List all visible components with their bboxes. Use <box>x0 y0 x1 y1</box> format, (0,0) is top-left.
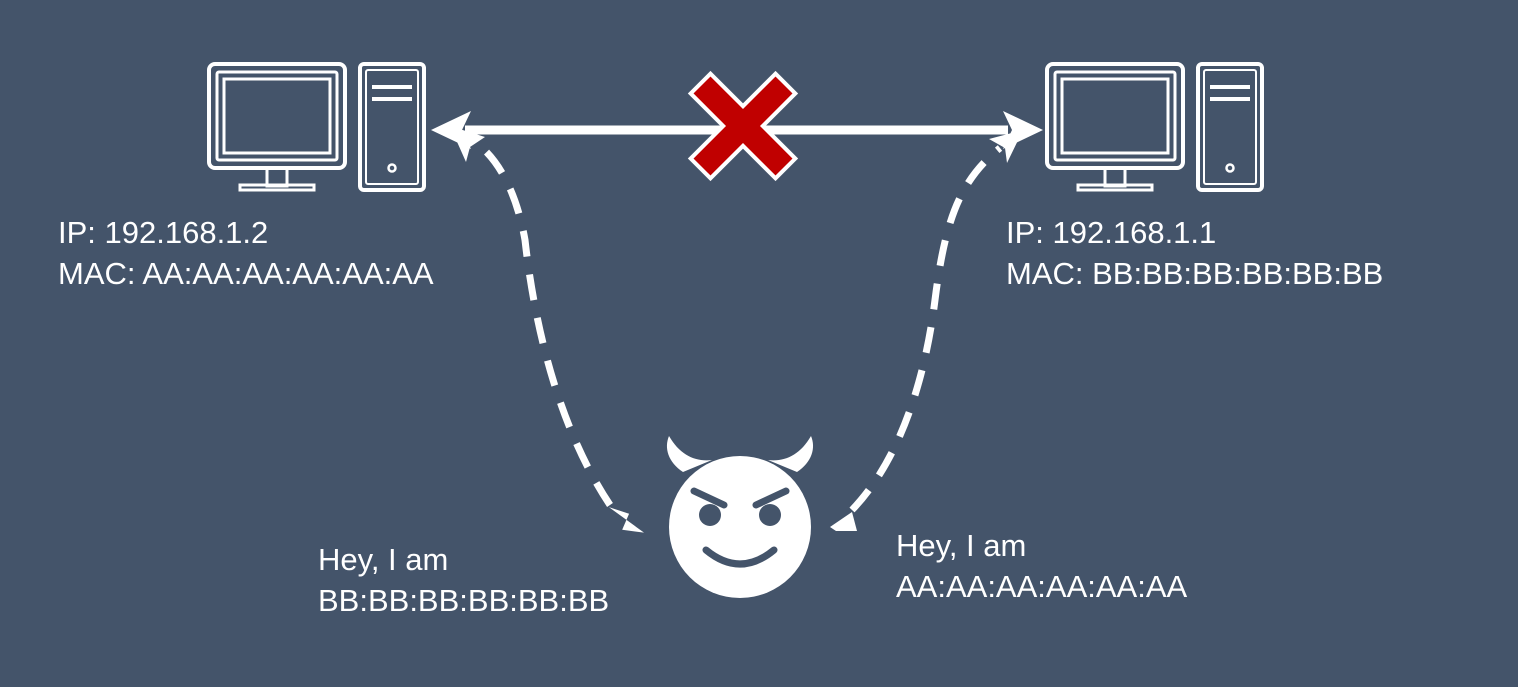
attacker-message-left-line1: Hey, I am <box>318 542 449 577</box>
tower-outer <box>1196 62 1264 192</box>
host-left-ip: IP: 192.168.1.2 <box>58 215 269 250</box>
host-right-ip: IP: 192.168.1.1 <box>1006 215 1217 250</box>
attacker-message-left-line2: BB:BB:BB:BB:BB:BB <box>318 583 610 618</box>
brow-left <box>690 487 728 509</box>
monitor-screen <box>1053 70 1177 162</box>
attacker-message-right: Hey, I am AA:AA:AA:AA:AA:AA <box>896 525 1187 607</box>
tower-outer <box>358 62 426 192</box>
attacker-message-left: Hey, I am BB:BB:BB:BB:BB:BB <box>318 539 609 621</box>
attacker-message-right-line2: AA:AA:AA:AA:AA:AA <box>896 569 1188 604</box>
arrowhead-attacker-left <box>608 507 645 533</box>
arrowhead-left-host <box>450 126 485 162</box>
devil-face-icon <box>666 436 814 598</box>
attacker-message-right-line1: Hey, I am <box>896 528 1027 563</box>
computer-icon <box>207 62 426 192</box>
computer-icon <box>1045 62 1264 192</box>
tower-inner <box>365 69 419 185</box>
monitor-screen-inner <box>222 77 332 155</box>
host-right-mac: MAC: BB:BB:BB:BB:BB:BB <box>1006 256 1384 291</box>
monitor-stand <box>265 166 289 188</box>
horn-right <box>768 436 814 472</box>
smile <box>702 546 778 568</box>
host-left-label: IP: 192.168.1.2 MAC: AA:AA:AA:AA:AA:AA <box>58 212 434 294</box>
spoof-arrow-right <box>830 130 1023 531</box>
monitor-stand <box>1103 166 1127 188</box>
monitor-base <box>1076 183 1154 192</box>
arrowhead-right-host <box>989 130 1023 163</box>
tower-power-button <box>1225 163 1235 173</box>
arrowhead-attacker-right <box>830 512 857 531</box>
spoof-arrow-left <box>450 126 645 533</box>
red-x-icon <box>687 70 799 182</box>
host-left-mac: MAC: AA:AA:AA:AA:AA:AA <box>58 256 434 291</box>
tower-power-button <box>387 163 397 173</box>
eye-left <box>699 504 721 526</box>
horn-left <box>666 436 712 472</box>
monitor-base <box>238 183 316 192</box>
face <box>669 456 811 598</box>
monitor-screen-inner <box>1060 77 1170 155</box>
eye-right <box>759 504 781 526</box>
brow-right <box>752 487 790 509</box>
host-right-label: IP: 192.168.1.1 MAC: BB:BB:BB:BB:BB:BB <box>1006 212 1383 294</box>
tower-inner <box>1203 69 1257 185</box>
monitor-screen <box>215 70 339 162</box>
